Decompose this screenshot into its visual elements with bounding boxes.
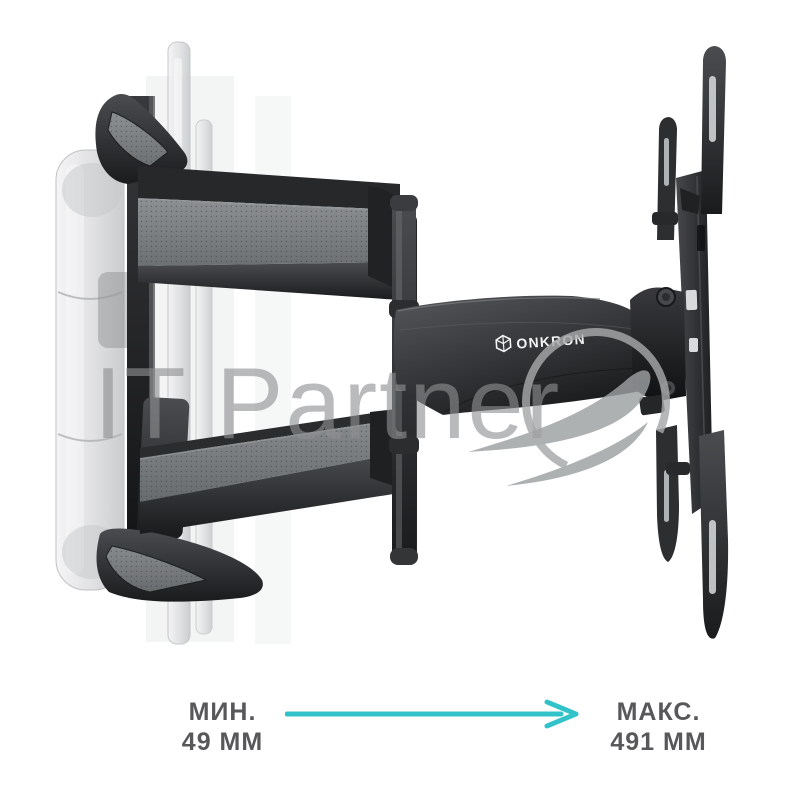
extension-arrow-icon [285, 699, 579, 729]
max-distance-label: МАКС. 491 ММ [576, 697, 741, 757]
lower-wall-clamp [96, 528, 263, 602]
max-value: 491 ММ [610, 728, 707, 756]
min-value: 49 ММ [181, 728, 264, 756]
watermark-text: IT Partner [94, 348, 561, 460]
upper-wall-clamp [95, 94, 188, 184]
tv-bracket-plate [652, 46, 729, 639]
elbow-hinge-column [389, 195, 419, 565]
onkron-cube-icon [495, 334, 512, 353]
watermark: IT Partner [94, 328, 670, 486]
min-caption: МИН. [188, 698, 257, 726]
upper-arm [137, 166, 401, 300]
max-caption: МАКС. [616, 698, 701, 726]
min-distance-label: МИН. 49 ММ [140, 697, 305, 757]
